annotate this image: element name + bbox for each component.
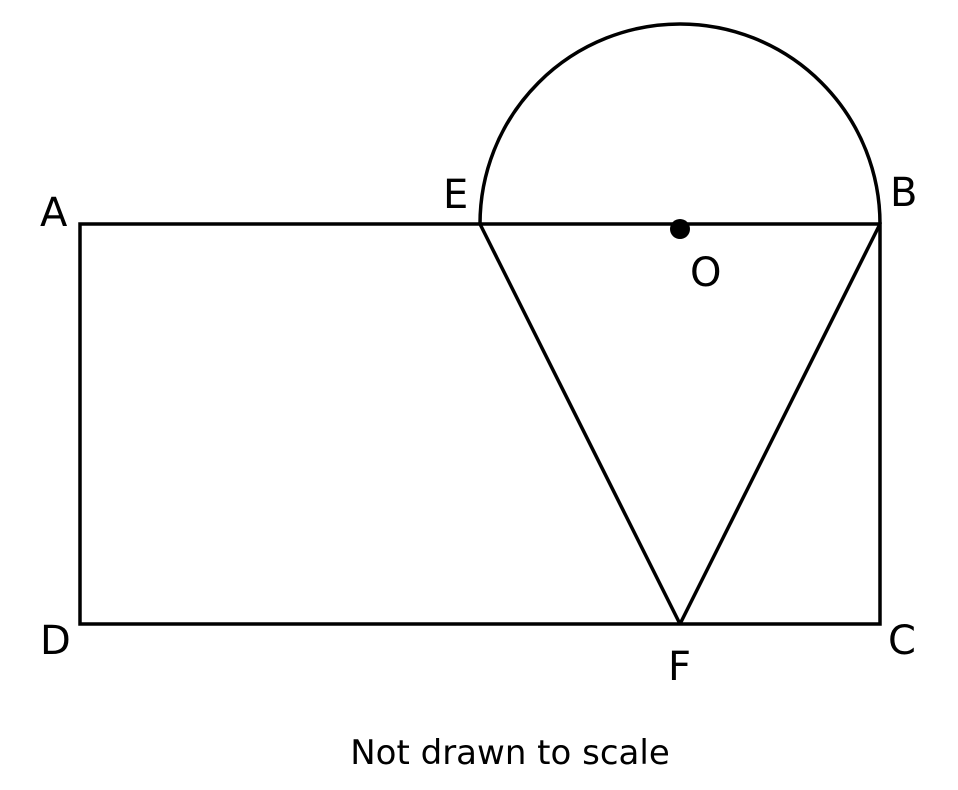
- label-point-e: E: [443, 172, 468, 218]
- rectangle-abcd: [78, 222, 882, 626]
- label-point-a: A: [40, 190, 68, 236]
- center-point-o: [670, 219, 690, 239]
- segment-fb: [678, 223, 882, 625]
- label-point-b: B: [890, 170, 917, 216]
- semicircle-eb: [478, 22, 882, 225]
- segment-ef: [478, 223, 682, 625]
- label-point-o: O: [690, 250, 721, 296]
- label-point-f: F: [668, 644, 691, 690]
- label-point-c: C: [888, 618, 916, 664]
- label-point-d: D: [40, 618, 71, 664]
- caption-not-to-scale: Not drawn to scale: [350, 733, 669, 773]
